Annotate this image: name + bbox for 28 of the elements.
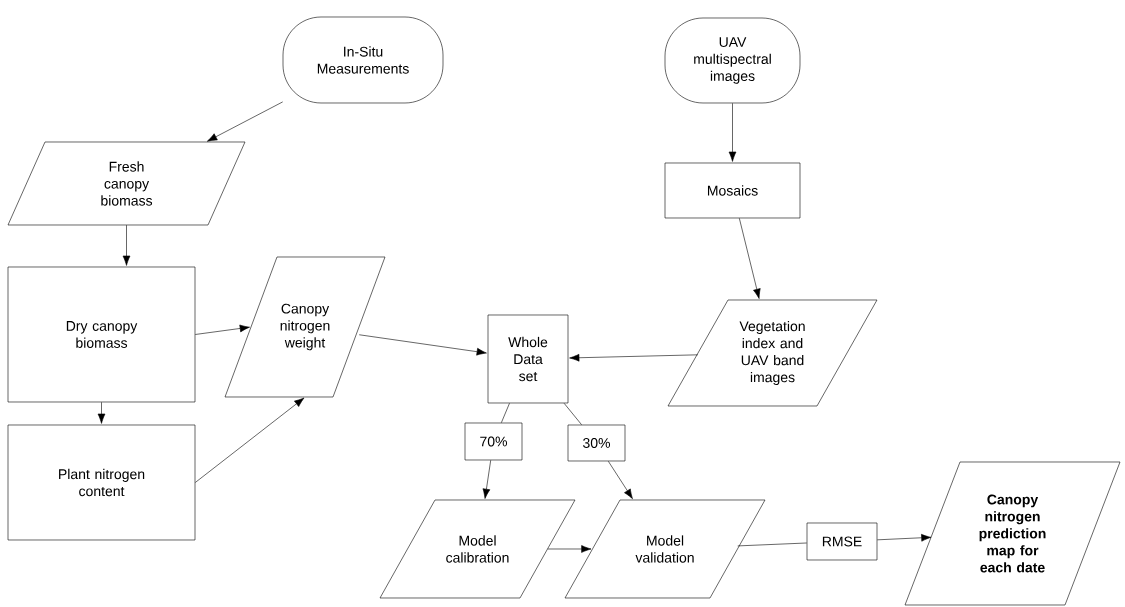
terminal-box: In-Situ Measurements <box>282 16 444 104</box>
data-box: Vegetation index and UAV band images <box>667 299 878 407</box>
arrow <box>358 334 487 356</box>
data-box: Fresh canopy biomass <box>7 141 246 226</box>
terminal-box: UAV multispectral images <box>664 17 801 104</box>
process-box: Dry canopy biomass <box>7 266 196 403</box>
arrow <box>195 397 305 483</box>
data-box: Canopy nitrogen prediction map for each date <box>904 461 1121 606</box>
arrow <box>547 545 592 553</box>
process-box: RMSE <box>806 522 878 561</box>
data-box: Canopy nitrogen weight <box>224 256 386 398</box>
process-box: Whole Data set <box>487 314 569 404</box>
arrow <box>207 101 283 142</box>
process-box: Mosaics <box>664 162 801 219</box>
data-box: Model validation <box>564 499 766 599</box>
process-box: Plant nitrogen content <box>7 424 196 541</box>
arrow <box>608 461 633 500</box>
process-box: 70% <box>464 422 523 461</box>
arrow <box>877 533 932 542</box>
arrow <box>569 353 699 362</box>
arrow <box>195 324 250 335</box>
process-box: 30% <box>567 424 626 462</box>
data-box: Model calibration <box>379 499 576 599</box>
arrow <box>97 402 106 424</box>
arrow <box>728 103 737 162</box>
arrow <box>739 218 761 299</box>
arrow <box>122 224 131 266</box>
arrow <box>482 460 491 499</box>
